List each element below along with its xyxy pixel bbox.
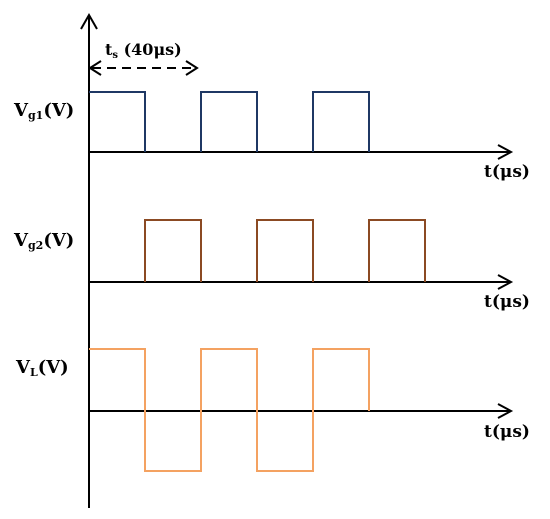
signal-vg1: Vg1(V) t(μs) <box>13 91 530 182</box>
waveform-vl <box>89 348 370 472</box>
period-annotation: ts (40μs) <box>88 40 199 76</box>
time-axis-vg1-arrowhead <box>497 144 514 160</box>
signal-vg2: Vg2(V) t(μs) <box>13 219 530 312</box>
period-arrow-left-head <box>88 60 102 76</box>
signal-label-vl-sub: L <box>30 366 38 379</box>
signal-label-vg1-sub: g1 <box>28 109 43 122</box>
signal-label-vg2: Vg2(V) <box>13 230 74 252</box>
signal-label-vl-main: V <box>15 357 31 378</box>
time-axis-vl-arrowhead <box>497 403 514 419</box>
signal-label-vg1-rest: (V) <box>43 100 74 121</box>
waveform-vg2 <box>144 219 426 282</box>
signal-label-vg2-main: V <box>13 230 29 251</box>
signal-label-vg1: Vg1(V) <box>13 100 74 122</box>
time-label-vl: t(μs) <box>484 422 530 442</box>
time-label-vg2: t(μs) <box>484 292 530 312</box>
period-label-main: t <box>105 40 113 59</box>
signal-vl: VL(V) t(μs) <box>15 348 530 472</box>
signal-label-vl-rest: (V) <box>38 357 69 378</box>
signal-label-vg1-main: V <box>13 100 29 121</box>
signal-label-vl: VL(V) <box>15 357 69 379</box>
period-label-sub: s <box>112 50 118 61</box>
period-arrow-right-head <box>185 60 199 76</box>
signal-label-vg2-sub: g2 <box>28 239 43 252</box>
period-label: ts (40μs) <box>105 40 182 61</box>
period-label-rest: (40μs) <box>118 40 182 59</box>
vertical-axis-arrowhead <box>80 12 98 30</box>
time-label-vg1: t(μs) <box>484 162 530 182</box>
waveform-vg1 <box>89 91 370 152</box>
signal-label-vg2-rest: (V) <box>43 230 74 251</box>
time-axis-vg2-arrowhead <box>497 274 514 290</box>
